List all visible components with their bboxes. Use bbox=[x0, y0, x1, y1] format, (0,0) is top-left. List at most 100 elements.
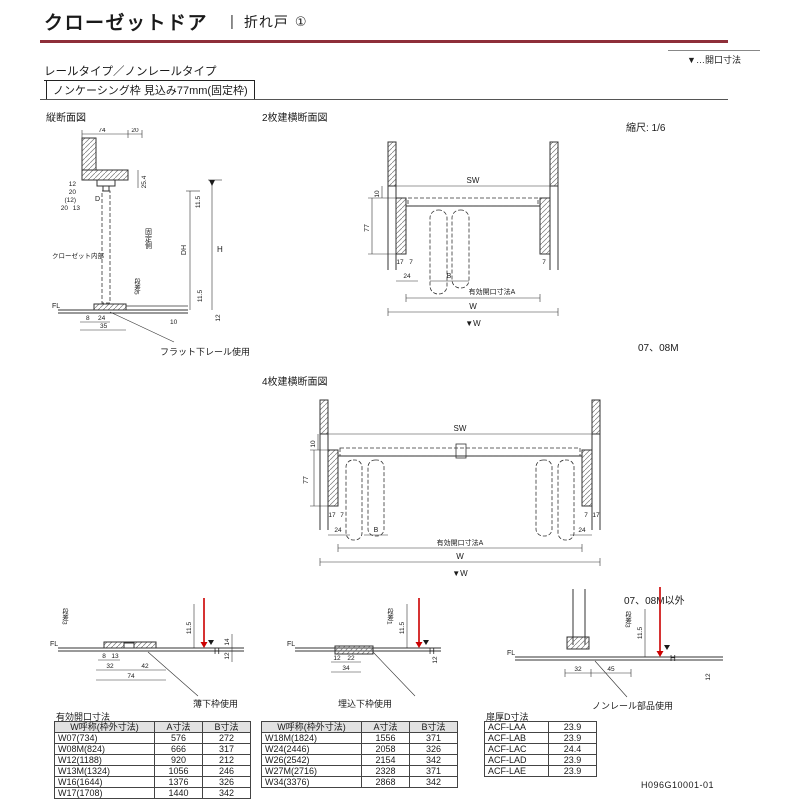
table-cell: 371 bbox=[409, 765, 458, 777]
vertical-section-drawing: 74 20 12 20 (12) 20 13 25.4 11.5 D DH H … bbox=[52, 128, 223, 343]
dim-label: SW bbox=[454, 424, 467, 433]
opening-w-label: ▼W bbox=[465, 319, 481, 328]
opening-height-label: H bbox=[217, 245, 223, 254]
two-panel-geometry bbox=[368, 141, 559, 316]
dim-label: 12 bbox=[69, 181, 77, 188]
dim-label: 12 bbox=[705, 673, 712, 681]
frame-spec-label: ノンケーシング枠 見込み77mm(固定枠) bbox=[46, 80, 255, 100]
dim-label: 77 bbox=[364, 224, 371, 232]
dim-label: 14 bbox=[224, 638, 231, 646]
dim-label: 24 bbox=[578, 527, 586, 534]
door-height-label: DH bbox=[181, 245, 188, 255]
opening-dim-legend: ▼…開口寸法 bbox=[668, 50, 760, 66]
red-arrowhead-icon bbox=[415, 642, 423, 648]
dim-label: 10 bbox=[170, 319, 178, 326]
dim-label: 20 bbox=[131, 128, 139, 134]
dim-label: 77 bbox=[303, 476, 310, 484]
table-cell: 342 bbox=[409, 754, 458, 766]
table-cell: 1556 bbox=[361, 732, 410, 744]
table-cell: 2868 bbox=[361, 776, 410, 788]
opening-marker-icon bbox=[209, 180, 215, 186]
scale-label: 縮尺: 1/6 bbox=[626, 123, 666, 134]
dim-label: 20 bbox=[69, 189, 77, 196]
dim-label: 17 bbox=[396, 259, 404, 266]
vertical-section-dims: 74 20 12 20 (12) 20 13 25.4 11.5 D DH H … bbox=[52, 128, 223, 330]
model-other-label: 07、08M以外 bbox=[624, 596, 685, 607]
page-title: クローゼットドア bbox=[44, 13, 209, 34]
table-cell: 1376 bbox=[154, 776, 203, 788]
table-cell: ACF-LAE bbox=[484, 765, 549, 777]
four-panel-section-drawing: SW 10 77 17 7 24 B 7 17 24 有効開口寸法A W ▼W bbox=[303, 399, 601, 578]
table-cell: ACF-LAA bbox=[484, 721, 549, 733]
dim-label: 32 bbox=[574, 666, 582, 673]
dim-label: 11.5 bbox=[197, 290, 204, 303]
recessed-sill-caption: 埋込下枠使用 bbox=[338, 699, 393, 709]
vertical-section-label: 縦断面図 bbox=[46, 113, 86, 124]
table-cell: W34(3376) bbox=[261, 776, 362, 788]
table-cell: 212 bbox=[202, 754, 251, 766]
step-label: 段差3 bbox=[624, 610, 632, 628]
table-cell: 2058 bbox=[361, 743, 410, 755]
table-cell: 576 bbox=[154, 732, 203, 744]
table-cell: 24.4 bbox=[548, 743, 597, 755]
table-header-cell: B寸法 bbox=[409, 721, 458, 733]
table-cell: W24(2446) bbox=[261, 743, 362, 755]
table-cell: 342 bbox=[409, 776, 458, 788]
dim-label: 25.4 bbox=[141, 175, 148, 188]
nonrail-geometry bbox=[515, 589, 723, 698]
four-panel-dims: SW 10 77 17 7 24 B 7 17 24 有効開口寸法A W ▼W bbox=[303, 424, 600, 578]
dim-label: 17 bbox=[328, 512, 336, 519]
opening-a-label: 有効開口寸法A bbox=[437, 538, 484, 547]
door-style-label: 折れ戸 bbox=[243, 13, 289, 30]
table-cell: W17(1708) bbox=[54, 787, 155, 799]
two-panel-label: 2枚建横断面図 bbox=[262, 113, 328, 124]
dim-label: 11.5 bbox=[195, 196, 202, 209]
dim-label: 8 bbox=[102, 653, 106, 660]
dim-label: 32 bbox=[106, 663, 114, 670]
dim-label: 12 bbox=[432, 656, 439, 664]
vertical-section-geometry bbox=[58, 130, 222, 343]
dim-label: 7 bbox=[584, 512, 588, 519]
dim-label: B bbox=[447, 273, 452, 280]
dim-label: 10 bbox=[374, 190, 381, 198]
nonrail-dims: FL 段差3 11.5 H 32 45 12 bbox=[507, 610, 712, 681]
step-label: 段差1 bbox=[386, 607, 394, 625]
table-cell: 920 bbox=[154, 754, 203, 766]
table-cell: W08M(824) bbox=[54, 743, 155, 755]
table-header-cell: B寸法 bbox=[202, 721, 251, 733]
dim-label: 24 bbox=[334, 527, 342, 534]
table-cell: W16(1644) bbox=[54, 776, 155, 788]
red-arrowhead-icon bbox=[656, 651, 664, 657]
table-cell: ACF-LAB bbox=[484, 732, 549, 744]
table-cell: 2328 bbox=[361, 765, 410, 777]
table-header-cell: A寸法 bbox=[154, 721, 203, 733]
table-cell: 326 bbox=[409, 743, 458, 755]
opening-marker-icon bbox=[664, 645, 670, 650]
circled-number-icon: ① bbox=[294, 13, 307, 29]
dim-label: 12 bbox=[224, 652, 231, 660]
recessed-sill-detail-drawing: FL 段差1 11.5 H 12 22 34 12 bbox=[287, 598, 441, 697]
table-cell: 342 bbox=[202, 787, 251, 799]
table-cell: 23.9 bbox=[548, 765, 597, 777]
dim-label: 7 bbox=[340, 512, 344, 519]
dim-label: 10 bbox=[310, 440, 317, 448]
table-cell: W07(734) bbox=[54, 732, 155, 744]
dim-label: 22 bbox=[347, 655, 355, 662]
opening-height-label: H bbox=[670, 654, 676, 663]
table-cell: 666 bbox=[154, 743, 203, 755]
table-cell: W27M(2716) bbox=[261, 765, 362, 777]
table-cell: 317 bbox=[202, 743, 251, 755]
dim-label: 34 bbox=[342, 665, 350, 672]
opening-marker-icon bbox=[423, 640, 429, 645]
